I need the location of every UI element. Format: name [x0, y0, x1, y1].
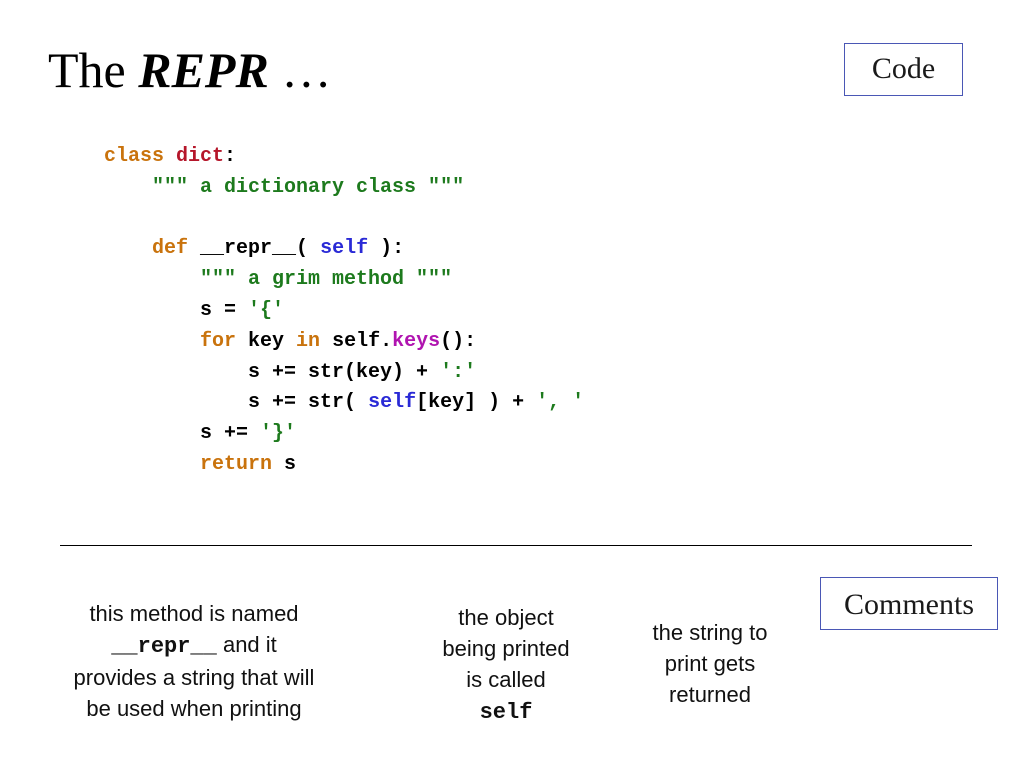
code-indent — [104, 422, 200, 445]
comment-line: print gets — [664, 651, 756, 676]
code-line-10: s += '}' — [104, 419, 584, 450]
code-indent — [104, 330, 200, 353]
method-signature: __repr__( — [188, 237, 321, 261]
divider-line — [60, 545, 972, 546]
comma-string: ', ' — [536, 391, 585, 415]
return-value: s — [272, 452, 297, 476]
comment-method-name: this method is named __repr__ and it pro… — [50, 598, 338, 724]
class-name: dict — [176, 145, 225, 168]
keys-method: keys — [392, 329, 441, 353]
slide-title: The REPR … — [48, 40, 331, 100]
call-end: (): — [440, 329, 477, 353]
title-emphasis: REPR — [138, 42, 269, 98]
signature-end: ): — [368, 237, 405, 261]
keyword-class: class — [104, 145, 165, 168]
comment-line: __repr__ and it — [50, 629, 338, 662]
comment-text: and it — [216, 632, 277, 657]
self-ref: self — [368, 391, 417, 415]
comment-line: returned — [669, 682, 751, 707]
title-prefix: The — [48, 42, 126, 98]
self-dot: self. — [320, 329, 393, 353]
class-docstring: """ a dictionary class """ — [152, 175, 465, 199]
code-indent — [104, 237, 152, 260]
append-key: s += str(key) + — [248, 360, 441, 384]
code-line-2: """ a dictionary class """ — [104, 173, 584, 204]
title-suffix: … — [281, 42, 332, 98]
repr-method-name: __repr__ — [111, 634, 217, 659]
append-value-mid: [key] ) + — [416, 391, 537, 415]
comment-line: the object — [458, 605, 554, 630]
comment-line: the string to — [652, 620, 768, 645]
code-indent — [104, 176, 152, 199]
code-indent — [104, 453, 200, 476]
code-indent — [104, 361, 248, 384]
code-line-7: for key in self.keys(): — [104, 327, 584, 358]
loop-var: key — [236, 329, 297, 353]
comment-line: this method is named — [89, 601, 299, 626]
comment-self: the object being printed is called self — [424, 602, 588, 728]
append-close: s += — [200, 422, 261, 446]
comment-return: the string to print gets returned — [636, 617, 784, 710]
colon-string: ':' — [440, 360, 477, 384]
code-line-blank — [104, 204, 584, 235]
keyword-def: def — [152, 237, 189, 261]
comments-label-box: Comments — [820, 577, 998, 630]
code-line-6: s = '{' — [104, 296, 584, 327]
append-value-start: s += str( — [248, 391, 369, 415]
code-line-11: return s — [104, 450, 584, 481]
method-docstring: """ a grim method """ — [200, 268, 453, 292]
self-param: self — [320, 237, 369, 261]
code-indent — [104, 268, 200, 291]
comment-line: self — [424, 695, 588, 728]
comment-line: is called — [466, 667, 546, 692]
close-brace-string: '}' — [260, 422, 297, 446]
keyword-return: return — [200, 452, 273, 476]
code-block: class dict: """ a dictionary class """ d… — [104, 142, 584, 481]
code-line-9: s += str( self[key] ) + ', ' — [104, 388, 584, 419]
self-keyword: self — [479, 700, 533, 725]
comment-line: provides a string that will — [73, 665, 315, 690]
code-indent — [104, 299, 200, 322]
assign-s: s = — [200, 298, 249, 322]
code-colon: : — [224, 145, 237, 168]
comment-line: being printed — [442, 636, 570, 661]
keyword-for: for — [200, 329, 237, 353]
code-line-1: class dict: — [104, 142, 584, 173]
keyword-in: in — [296, 329, 321, 353]
code-line-5: """ a grim method """ — [104, 265, 584, 296]
code-line-4: def __repr__( self ): — [104, 234, 584, 265]
code-line-8: s += str(key) + ':' — [104, 358, 584, 389]
open-brace-string: '{' — [248, 298, 285, 322]
comment-line: be used when printing — [86, 696, 302, 721]
code-label-box: Code — [844, 43, 963, 96]
code-space — [164, 145, 176, 168]
code-indent — [104, 391, 248, 414]
